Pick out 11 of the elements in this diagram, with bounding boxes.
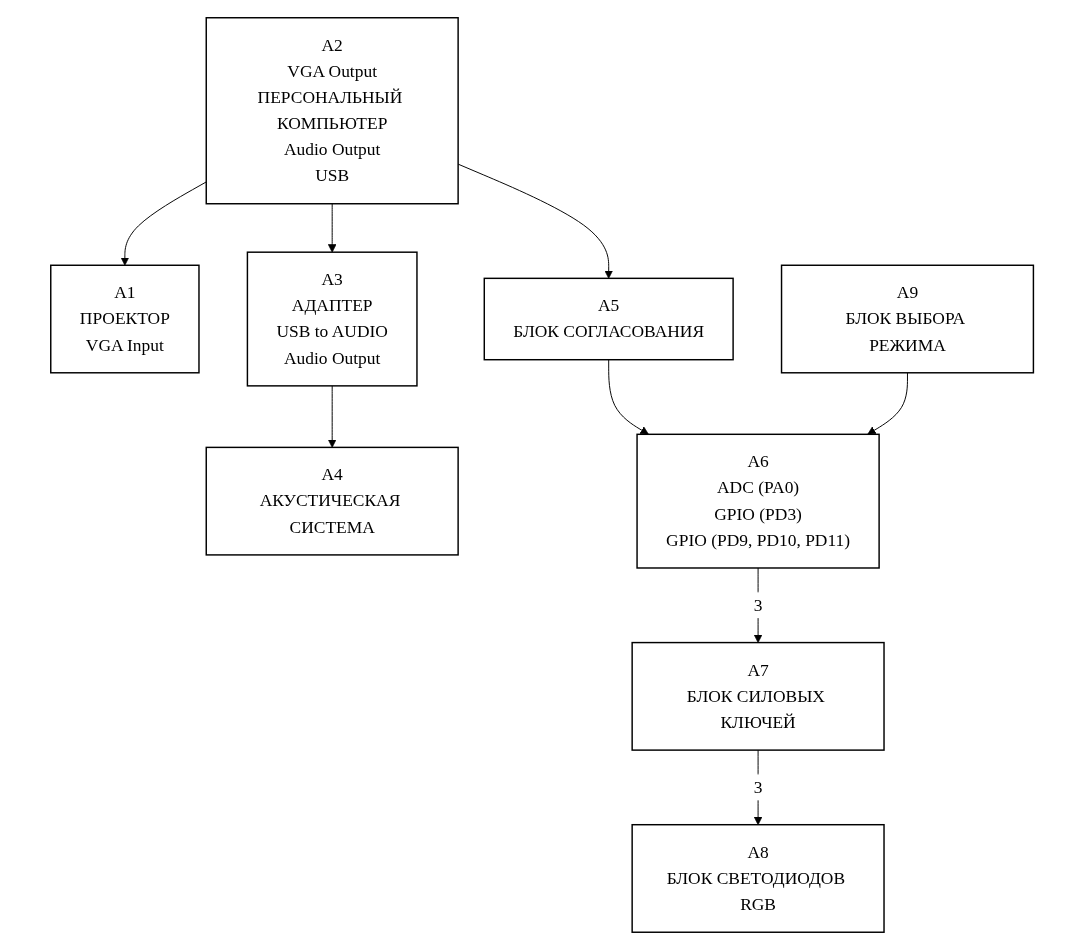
node-box: A8 БЛОК СВЕТОДИОДОВ RGB: [631, 823, 885, 933]
node-box: A6 ADC (PA0) GPIO (PD3) GPIO (PD9, PD10, PD11): [636, 433, 880, 569]
node-box: A4 АКУСТИЧЕСКАЯ СИСТЕМА: [205, 446, 459, 556]
edge-label: 3: [753, 594, 763, 614]
node-box: A3 АДАПТЕР USB to AUDIO Audio Output: [246, 250, 418, 387]
node-box: A7 БЛОК СИЛОВЫХ КЛЮЧЕЙ: [631, 641, 885, 751]
node-box: A2 VGA Output ПЕРСОНАЛЬНЫЙ КОМПЬЮТЕР Audio Output USB: [205, 16, 459, 204]
node-box: A5 БЛОК СОГЛАСОВАНИЯ: [483, 277, 734, 360]
node-box: A1 ПРОЕКТОР VGA Input: [49, 264, 200, 373]
node-box: A9 БЛОК ВЫБОРА РЕЖИМА: [780, 264, 1035, 373]
edge-label: 3: [753, 776, 763, 797]
